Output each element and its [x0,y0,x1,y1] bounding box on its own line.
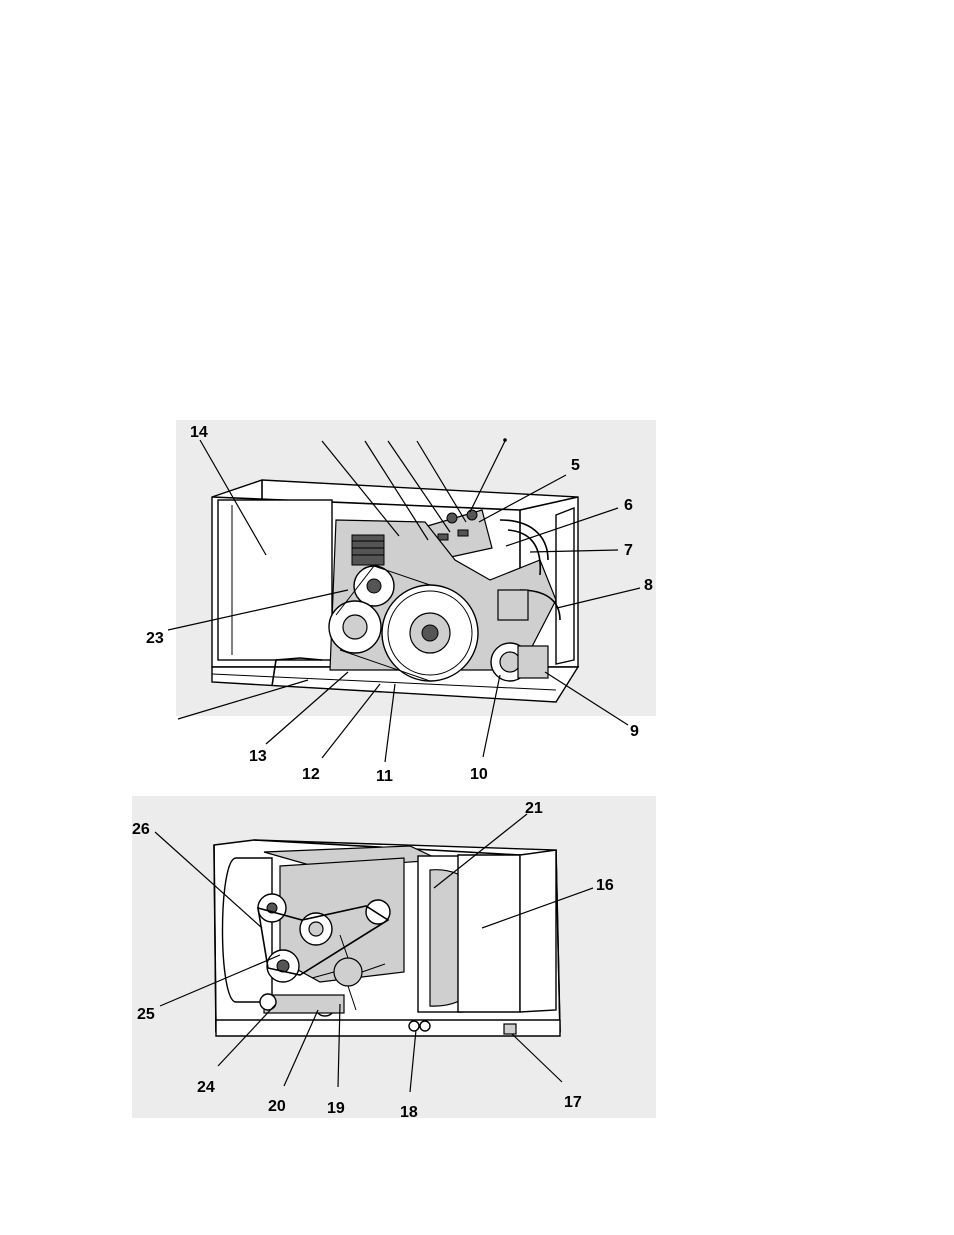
callout-20: 20 [268,1098,286,1115]
callout-10: 10 [470,766,488,783]
callout-26: 26 [132,821,150,838]
callout-5: 5 [571,457,580,474]
callout-11: 11 [376,768,393,785]
callout-14: 14 [190,424,208,441]
callout-13: 13 [249,748,267,765]
callout-21: 21 [525,800,543,817]
bottom-view-illustration [132,796,656,1118]
callout-8: 8 [644,577,653,594]
callout-19: 19 [327,1100,345,1117]
callout-23: 23 [146,630,164,647]
callout-12: 12 [302,766,320,783]
callout-17: 17 [564,1094,582,1111]
leader-dot [503,438,507,442]
top-view-illustration [176,420,656,716]
callout-24: 24 [197,1079,215,1096]
callout-6: 6 [624,497,633,514]
callout-16: 16 [596,877,614,894]
callout-18: 18 [400,1104,418,1121]
callout-25: 25 [137,1006,155,1023]
callout-7: 7 [624,542,633,559]
callout-9: 9 [630,723,639,740]
